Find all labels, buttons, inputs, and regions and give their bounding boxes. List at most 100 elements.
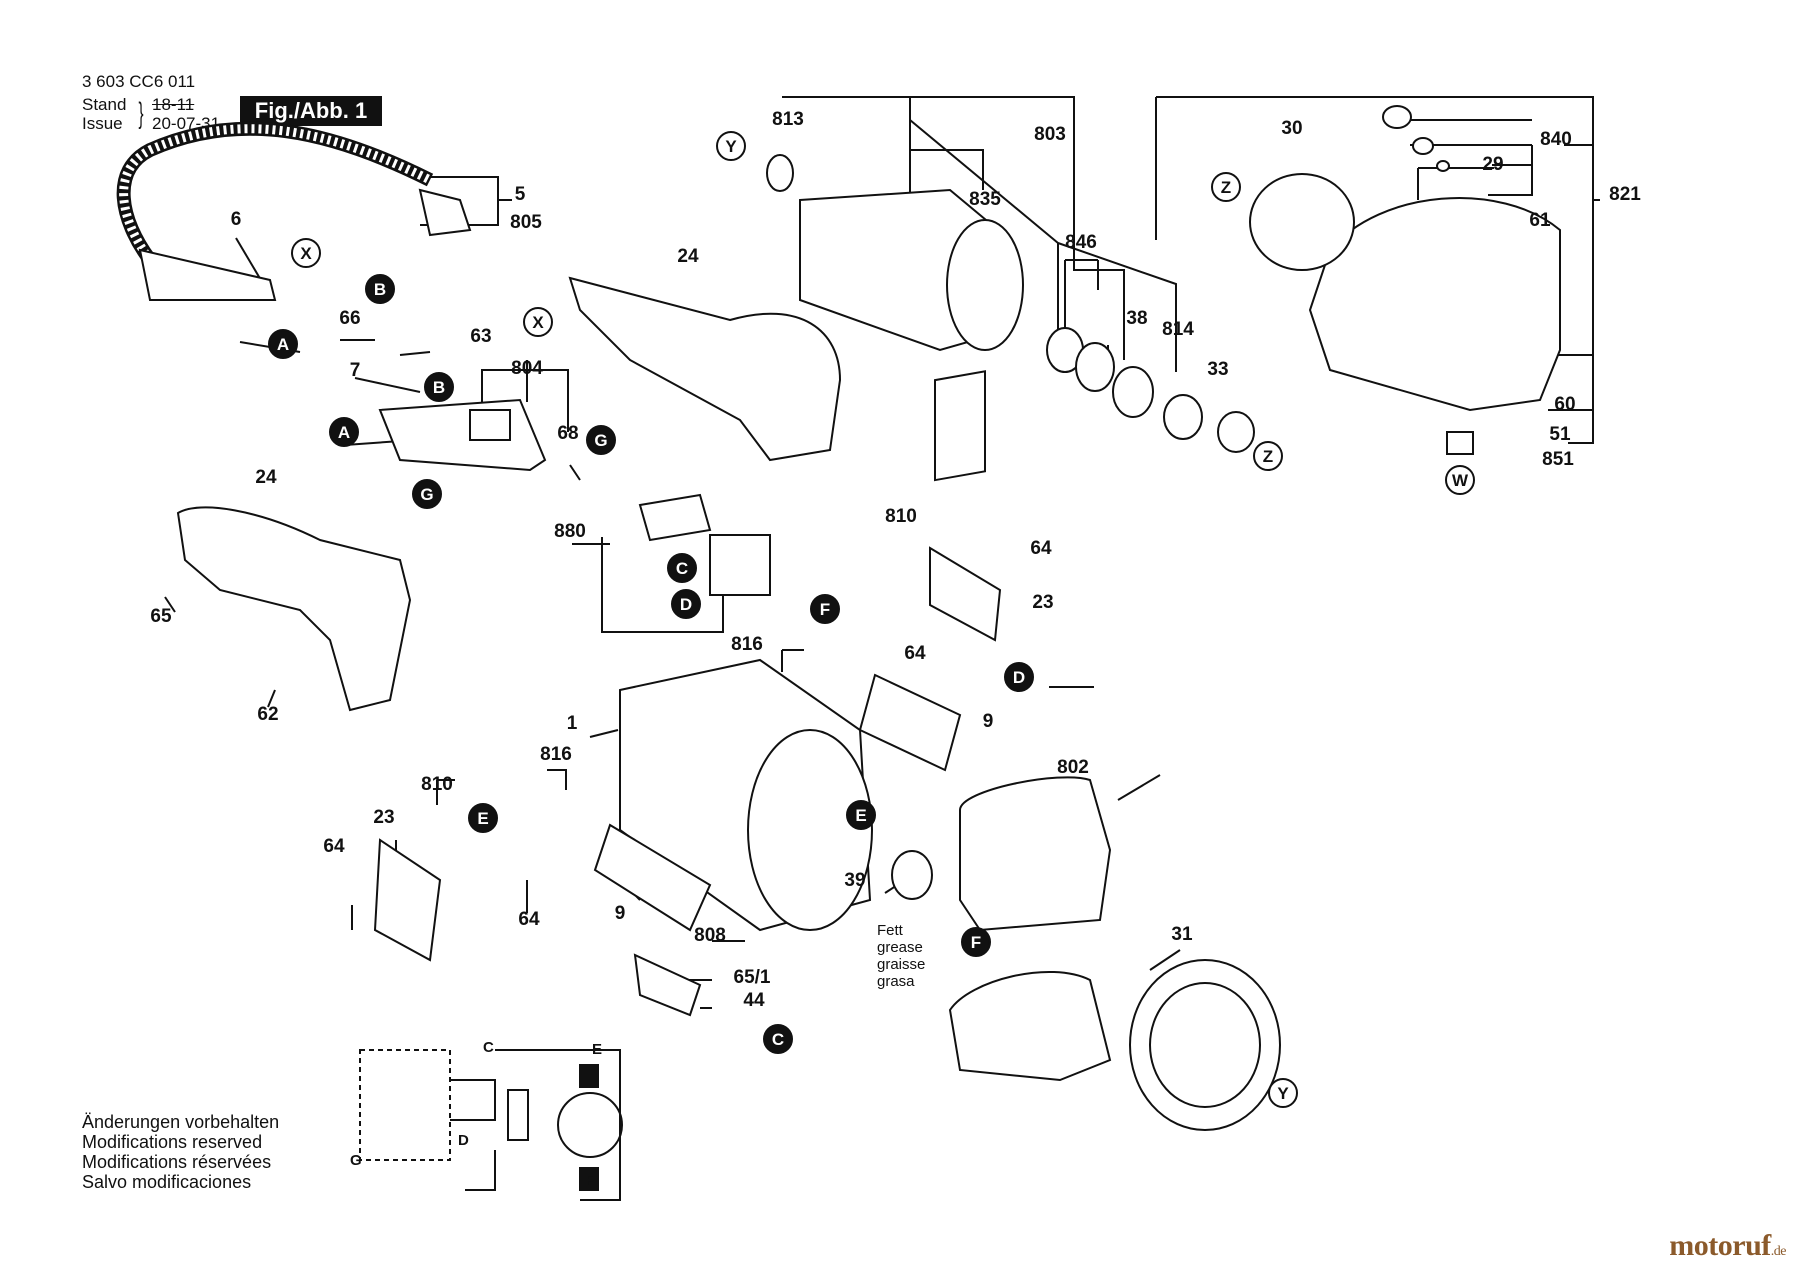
svg-text:Y: Y xyxy=(725,137,737,156)
part-number-label: 64 xyxy=(518,909,540,930)
svg-text:D: D xyxy=(680,595,692,614)
circuit-letter-e: E xyxy=(592,1041,602,1058)
callout-z: Z xyxy=(1253,441,1283,471)
grease-note-line: graisse xyxy=(877,956,925,973)
issue-label: Issue xyxy=(82,114,123,133)
grease-note-line: grease xyxy=(877,939,923,956)
modifications-notes: Änderungen vorbehalten Modifications res… xyxy=(82,1112,279,1192)
svg-text:C: C xyxy=(772,1030,784,1049)
stand-label: Stand xyxy=(82,95,127,114)
part-number-label: 62 xyxy=(257,704,278,725)
callout-y: Y xyxy=(1268,1078,1298,1108)
callout-w: W xyxy=(1445,465,1475,495)
callout-b: B xyxy=(365,274,395,304)
part-number-label: 803 xyxy=(1034,124,1066,145)
callout-e: E xyxy=(846,800,876,830)
note-en: Modifications reserved xyxy=(82,1132,263,1152)
callout-x: X xyxy=(291,238,321,268)
svg-text:X: X xyxy=(532,313,544,332)
grease-note-line: grasa xyxy=(877,973,915,990)
part-number-label: 813 xyxy=(772,109,804,130)
circuit-letter-d: D xyxy=(458,1132,469,1149)
part-number-label: 66 xyxy=(339,308,360,329)
part-number-label: 29 xyxy=(1482,154,1503,175)
watermark-suffix: .de xyxy=(1770,1244,1787,1259)
part-number-label: 39 xyxy=(844,870,865,891)
part-number-label: 835 xyxy=(969,189,1001,210)
callout-a: A xyxy=(268,329,298,359)
svg-text:F: F xyxy=(971,933,981,952)
part-number-label: 60 xyxy=(1554,394,1575,415)
header-brace: } xyxy=(138,97,144,130)
part-number-label: 810 xyxy=(421,774,453,795)
grease-note-line: Fett xyxy=(877,922,904,939)
callout-d: D xyxy=(671,589,701,619)
circuit-letter-g: G xyxy=(350,1152,362,1169)
callout-g: G xyxy=(412,479,442,509)
part-number-label: 63 xyxy=(470,326,491,347)
stand-value: 18-11 xyxy=(152,95,195,114)
part-number-label: 821 xyxy=(1609,184,1641,205)
part-number-label: 64 xyxy=(1030,538,1052,559)
svg-text:A: A xyxy=(277,335,289,354)
callout-g: G xyxy=(586,425,616,455)
svg-text:C: C xyxy=(676,559,688,578)
part-number-label: 802 xyxy=(1057,757,1089,778)
part-number-label: 816 xyxy=(540,744,572,765)
callout-z: Z xyxy=(1211,172,1241,202)
part-number-label: 38 xyxy=(1126,308,1147,329)
callout-b: B xyxy=(424,372,454,402)
part-number-label: 846 xyxy=(1065,232,1097,253)
svg-text:E: E xyxy=(855,806,866,825)
callout-e: E xyxy=(468,803,498,833)
part-number-label: 65/1 xyxy=(734,967,771,988)
callout-c: C xyxy=(667,553,697,583)
part-number-label: 805 xyxy=(510,212,542,233)
part-number-label: 808 xyxy=(694,925,726,946)
svg-text:W: W xyxy=(1452,471,1469,490)
part-number-label: 816 xyxy=(731,634,763,655)
part-number-label: 23 xyxy=(373,807,394,828)
part-number-label: 7 xyxy=(350,360,361,381)
circuit-letter-f: F xyxy=(585,1172,594,1189)
part-number-label: 6 xyxy=(231,209,242,230)
callout-y: Y xyxy=(716,131,746,161)
part-number-label: 810 xyxy=(885,506,917,527)
callout-a: A xyxy=(329,417,359,447)
svg-text:Z: Z xyxy=(1263,447,1273,466)
callout-c: C xyxy=(763,1024,793,1054)
part-number-label: 68 xyxy=(557,423,578,444)
svg-text:G: G xyxy=(420,485,433,504)
svg-text:F: F xyxy=(820,600,830,619)
note-de: Änderungen vorbehalten xyxy=(82,1112,280,1132)
part-number-label: 31 xyxy=(1171,924,1193,945)
callout-f: F xyxy=(961,927,991,957)
part-number-label: 851 xyxy=(1542,449,1574,470)
callout-x: X xyxy=(523,307,553,337)
svg-text:Z: Z xyxy=(1221,178,1231,197)
part-number-label: 51 xyxy=(1549,424,1571,445)
svg-text:E: E xyxy=(477,809,488,828)
callout-f: F xyxy=(810,594,840,624)
document-number: 3 603 CC6 011 xyxy=(82,72,196,91)
part-number-label: 30 xyxy=(1281,118,1302,139)
part-number-label: 61 xyxy=(1529,210,1551,231)
figure-label: Fig./Abb. 1 xyxy=(240,96,382,126)
circuit-letter-c: C xyxy=(483,1039,494,1056)
part-number-label: 880 xyxy=(554,521,586,542)
watermark-logo: motoruf.de xyxy=(1669,1229,1786,1263)
part-number-label: 5 xyxy=(515,184,526,205)
part-number-label: 804 xyxy=(511,358,543,379)
svg-text:X: X xyxy=(300,244,312,263)
svg-text:D: D xyxy=(1013,668,1025,687)
svg-text:A: A xyxy=(338,423,350,442)
callout-d: D xyxy=(1004,662,1034,692)
part-number-label: 9 xyxy=(615,903,626,924)
part-number-label: 24 xyxy=(255,467,277,488)
part-number-label: 65 xyxy=(150,606,172,627)
part-number-label: 24 xyxy=(677,246,699,267)
part-number-label: 9 xyxy=(983,711,994,732)
part-number-label: 23 xyxy=(1032,592,1053,613)
